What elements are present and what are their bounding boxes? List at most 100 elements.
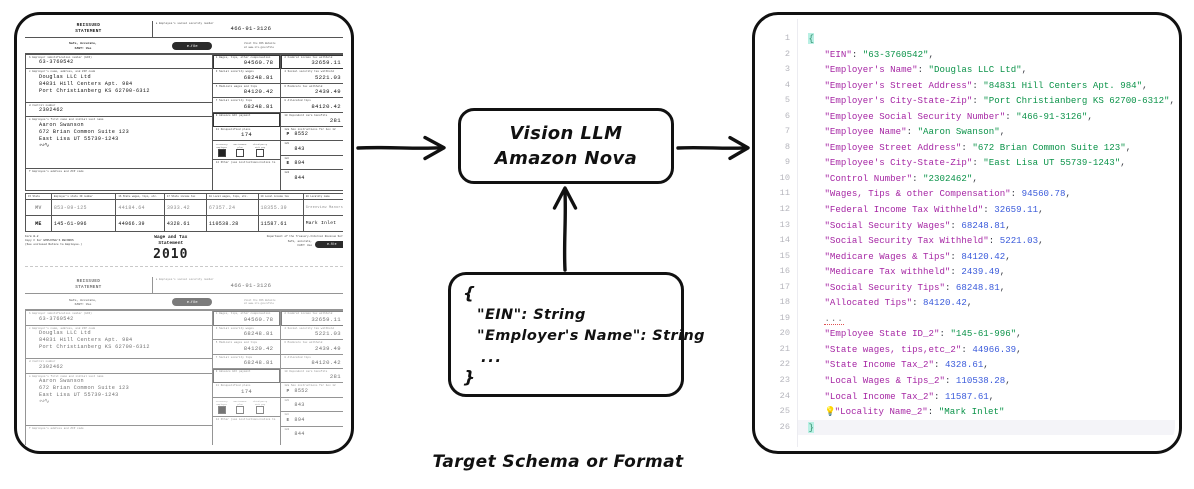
code-line[interactable]: "Employee Name": "Aaron Swanson",: [808, 124, 1169, 140]
code-line[interactable]: "Medicare Wages & Tips": 84120.42,: [808, 249, 1169, 265]
code-line[interactable]: "Federal Income Tax Withheld": 32659.11,: [808, 202, 1169, 218]
code-line[interactable]: "Employer's Street Address": "84831 Hill…: [808, 78, 1169, 94]
w2-field-caption: b Employer identification number (EIN): [29, 312, 92, 316]
code-line[interactable]: }: [798, 419, 1175, 436]
code-token-k: "State Income Tax_2": [824, 359, 934, 371]
schema-field-employer-name: "Employer's Name": String: [477, 328, 705, 344]
code-indent: [808, 173, 824, 184]
code-line[interactable]: "Control Number": "2302462",: [808, 171, 1169, 187]
w2-state-cell: 4328.61: [163, 215, 207, 233]
code-line[interactable]: 💡"Locality Name_2": "Mark Inlet": [808, 404, 1169, 420]
code-line[interactable]: "Social Security Wages": 68248.81,: [808, 218, 1169, 234]
code-token-p: :: [961, 141, 973, 153]
code-line[interactable]: {: [808, 31, 1169, 47]
code-token-p: ,: [972, 172, 978, 184]
code-token-n: 68248.81: [961, 219, 1006, 231]
w2-field-caption: 12a See instructions for box 12: [284, 384, 336, 388]
code-token-k: "Local Wages & Tips_2": [824, 375, 945, 387]
code-line[interactable]: "Social Security Tax Withheld": 5221.03,: [808, 233, 1169, 249]
code-content[interactable]: { "EIN": "63-3760542", "Employer's Name"…: [797, 19, 1175, 447]
code-indent: [808, 235, 824, 246]
code-line[interactable]: "Local Wages & Tips_2": 110538.28,: [808, 373, 1169, 389]
w2-state-cell: 853-09-125: [50, 199, 117, 217]
w2-field-caption: 11 Nonqualified plans: [215, 384, 251, 388]
w2-employee-street: 672 Brian Common Suite 123: [39, 385, 130, 392]
code-line[interactable]: "Employee's City-State-Zip": "East Lisa …: [808, 155, 1169, 171]
code-line[interactable]: "State Income Tax_2": 4328.61,: [808, 357, 1169, 373]
code-line[interactable]: "Social Security Tips": 68248.81,: [808, 280, 1169, 296]
code-token-s: "Port Christianberg KS 62700-6312": [983, 95, 1170, 107]
w2-field-caption: 3 Social security wages: [215, 70, 254, 74]
code-token-p: :: [961, 343, 973, 355]
w2-perforation-divider: [25, 266, 343, 274]
code-line[interactable]: "Employer's Name": "Douglas LLC Ltd",: [808, 62, 1169, 78]
code-line[interactable]: "Wages, Tips & other Compensation": 9456…: [808, 186, 1169, 202]
line-number: 1: [784, 33, 790, 43]
w2-main-grid: b Employer identification number (EIN)63…: [25, 54, 343, 192]
w2-state-cell: 18355.39: [257, 199, 304, 217]
code-indent: [808, 204, 824, 215]
w2-state-cell: Mark Inlet: [302, 215, 343, 233]
code-token-p: ,: [1087, 110, 1093, 122]
w2-field: 9 Advance EIC payment: [212, 113, 281, 128]
code-token-n: 84120.42: [961, 250, 1006, 262]
code-line[interactable]: "Allocated Tips": 84120.42,: [808, 295, 1169, 311]
efile-logo-icon: [141, 41, 244, 50]
code-line[interactable]: "Employee Street Address": "672 Brian Co…: [808, 140, 1169, 156]
w2-field-caption: 12c: [284, 413, 290, 417]
code-token-k: "Social Security Tax Withheld": [824, 235, 989, 247]
code-token-n: 68248.81: [955, 281, 1000, 293]
line-number: 13: [779, 219, 790, 230]
w2-field-caption: 14 Other (see instructions/notice to emp…: [215, 417, 278, 421]
w2-state-cell: 145-61-996: [50, 215, 117, 233]
code-token-p: :: [1005, 110, 1017, 122]
code-token-bulb: 💡: [824, 407, 836, 418]
w2-main-grid: b Employer identification number (EIN)63…: [25, 310, 343, 445]
w2-field-caption: 8 Allocated tips: [284, 355, 311, 359]
code-line[interactable]: "EIN": "63-3760542",: [808, 47, 1169, 63]
code-token-p: :: [851, 48, 863, 60]
code-line[interactable]: "Employee State ID_2": "145-61-996",: [808, 326, 1169, 342]
w2-field-caption: 8 Allocated tips: [284, 99, 311, 103]
code-line[interactable]: ...: [808, 311, 1169, 327]
code-token-p: ,: [1065, 188, 1071, 200]
code-token-n: 11587.61: [944, 390, 989, 402]
code-token-p: ,: [999, 266, 1006, 278]
code-line[interactable]: "Employer's City-State-Zip": "Port Chris…: [808, 93, 1175, 109]
code-token-k: "Medicare Wages & Tips": [824, 250, 951, 262]
schema-field-ein: "EIN": String: [477, 307, 586, 323]
code-token-p: :: [950, 250, 962, 262]
code-line[interactable]: "Medicare Tax withheld": 2439.49,: [808, 264, 1169, 280]
code-line[interactable]: "Local Income Tax_2": 11587.61,: [808, 389, 1169, 405]
w2-box12-value: 894: [294, 160, 305, 167]
line-number: 6: [784, 110, 790, 121]
code-token-p: ,: [1005, 219, 1011, 231]
w2-field-employee-address-caption: f Employee's address and ZIP code: [26, 169, 212, 175]
code-token-s: "466-91-3126": [1016, 110, 1088, 122]
code-token-k: "Federal Income Tax Withheld": [824, 204, 984, 216]
code-token-br: }: [808, 421, 815, 433]
code-line[interactable]: "Employee Social Security Number": "466-…: [808, 109, 1169, 125]
w2-state-cell: 67357.24: [205, 199, 259, 217]
w2-field-caption: 5 Medicare wages and tips: [215, 84, 258, 88]
w2-field-value: 32659.11: [311, 59, 341, 67]
w2-employer-street: 84831 Hill Centers Apt. 984: [39, 337, 133, 344]
code-line[interactable]: "State wages, tips,etc_2": 44966.39,: [808, 342, 1169, 358]
w2-field-value: 94560.78: [243, 315, 274, 323]
w2-field-caption: e Employee's first name and initial Last…: [29, 374, 104, 378]
